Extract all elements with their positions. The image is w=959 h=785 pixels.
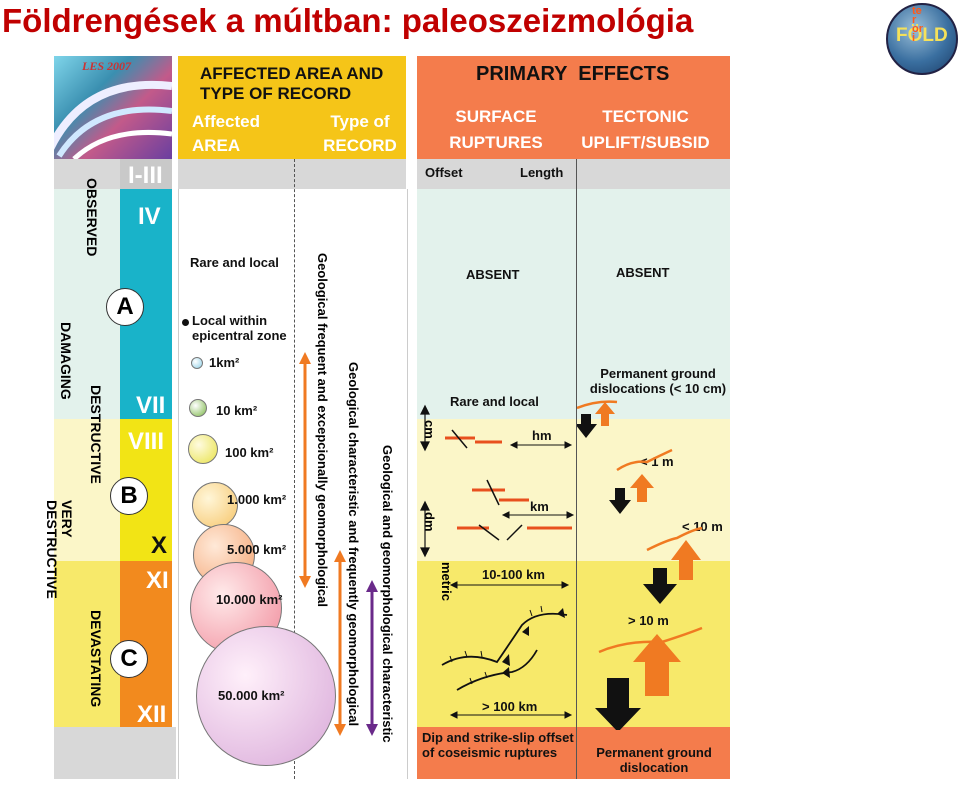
area-label-1000: 1.000 km² (227, 492, 287, 507)
arrow-down-1 (577, 414, 597, 438)
label-damaging: DAMAGING (58, 322, 74, 400)
surface-absent: ABSENT (466, 267, 520, 282)
area-circle-1000 (192, 482, 238, 528)
surface-ruptures-header: SURFACE RUPTURES (449, 107, 543, 152)
intensity-bar-gray (120, 159, 172, 189)
primary-band-yellow (417, 561, 730, 727)
primary-divider (576, 159, 577, 779)
affected-divider (294, 159, 295, 779)
area-label-1: 1km² (209, 355, 240, 370)
tectonic-absent: ABSENT (616, 265, 670, 280)
surface-hm: hm (532, 428, 552, 443)
arrow-up-1 (595, 402, 615, 426)
arrow-down-3 (643, 568, 677, 604)
area-circle-100 (188, 434, 218, 464)
primary-header-bg (417, 56, 730, 159)
epicentral-dot (182, 319, 189, 326)
label-destructive: DESTRUCTIVE (88, 385, 104, 484)
type-of-record-header: Type of RECORD (323, 112, 397, 155)
affected-header-bg (178, 56, 406, 159)
surface-over-100: > 100 km (482, 699, 538, 714)
logo: FÖLD ter ori (886, 3, 958, 75)
zone-b: B (110, 477, 148, 515)
affected-area-header: Affected AREA (192, 112, 261, 155)
page-title: Földrengések a múltban: paleoszeizmológi… (2, 2, 694, 39)
primary-gray-row (417, 159, 730, 189)
label-devastating: DEVASTATING (88, 610, 104, 708)
arrow-down-2 (609, 488, 631, 514)
area-circle-50000 (196, 626, 336, 766)
arrow-up-4 (633, 634, 681, 696)
record-line-3: Geological and geomorphological characte… (380, 445, 395, 743)
offset-label: Offset (425, 165, 463, 180)
surface-footer: Dip and strike-slip offset of coseismic … (422, 730, 574, 760)
area-rare-local: Rare and local (190, 255, 279, 270)
area-circle-10 (189, 399, 207, 417)
bottom-gray-left (54, 727, 176, 779)
area-local-within: Local within epicentral zone (192, 313, 287, 343)
intensity-i-iii: I-III (128, 162, 163, 189)
corner-label: LES 2007 (82, 59, 132, 73)
area-label-50000: 50.000 km² (218, 688, 285, 703)
area-circle-1 (191, 357, 203, 369)
intensity-xi: XI (146, 567, 169, 594)
corner-image: LES 2007 (54, 56, 172, 159)
surface-10-100: 10-100 km (482, 567, 545, 582)
primary-footer-tectonic (577, 727, 730, 779)
arrow-up-2 (630, 474, 654, 502)
corner-swirl-graphic (54, 80, 172, 159)
zone-c: C (110, 640, 148, 678)
tectonic-footer: Permanent ground dislocation (596, 745, 712, 775)
arrow-down-4 (595, 678, 641, 730)
area-label-5000: 5.000 km² (227, 542, 287, 557)
label-observed: OBSERVED (84, 178, 100, 257)
damage-bg-paleyellow (54, 419, 120, 561)
logo-side-letters: ter ori (912, 5, 923, 44)
record-line-1: Geological frequent and excepcionally ge… (315, 253, 330, 607)
record-arrow-orange (299, 352, 311, 588)
surface-rupture-graphics (420, 404, 575, 719)
intensity-iv: IV (138, 203, 161, 230)
intensity-x: X (151, 532, 168, 559)
intensity-viii: VIII (128, 428, 165, 455)
intensity-xii: XII (137, 701, 167, 728)
intensity-vii: VII (136, 392, 166, 419)
area-label-10000: 10.000 km² (216, 592, 283, 607)
tectonic-header: TECTONIC UPLIFT/SUBSID (581, 107, 710, 152)
primary-footer-surface (417, 727, 577, 779)
tectonic-graphics (577, 400, 703, 730)
area-label-100: 100 km² (225, 445, 274, 460)
tectonic-permanent: Permanent ground dislocations (< 10 cm) (589, 366, 727, 396)
label-very-destructive: VERY DESTRUCTIVE (44, 500, 75, 599)
length-label: Length (520, 165, 564, 180)
surface-rare-local: Rare and local (450, 394, 539, 409)
record-arrow-orange-short (334, 550, 346, 736)
arrow-up-3 (671, 540, 701, 580)
primary-band-green (417, 189, 730, 419)
logo-text: FÖLD (896, 25, 948, 46)
damage-bg-yellow (54, 561, 120, 727)
zone-a: A (106, 288, 144, 326)
area-label-10: 10 km² (216, 403, 258, 418)
affected-title: AFFECTED AREA AND TYPE OF RECORD (200, 64, 384, 103)
affected-gray-row (178, 159, 406, 189)
surface-km: km (530, 499, 549, 514)
tectonic-gt-10m: > 10 m (628, 613, 669, 628)
tectonic-lt-1m: < 1 m (640, 454, 674, 469)
primary-effects-title: PRIMARY EFFECTS (476, 63, 670, 85)
record-arrow-purple (366, 580, 378, 736)
